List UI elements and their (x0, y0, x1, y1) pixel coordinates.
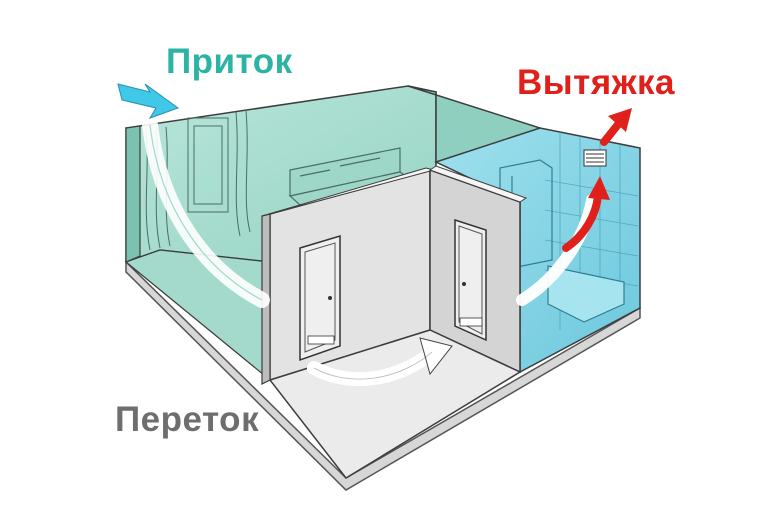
supply-label: Приток (166, 42, 293, 81)
bathtub (547, 265, 625, 323)
exhaust-label: Вытяжка (517, 63, 676, 102)
airflow-arrow-icon (516, 194, 598, 306)
supply-arrow-icon (117, 83, 270, 308)
hall-room (261, 165, 528, 479)
overflow-label: Переток (115, 400, 260, 439)
exhaust-arrow-icon (562, 108, 632, 252)
door-icon (454, 218, 487, 342)
airflow-arrow-icon (307, 337, 453, 386)
vent-grille-icon (583, 149, 607, 167)
door-icon (299, 234, 341, 362)
bathroom-room (433, 127, 641, 374)
